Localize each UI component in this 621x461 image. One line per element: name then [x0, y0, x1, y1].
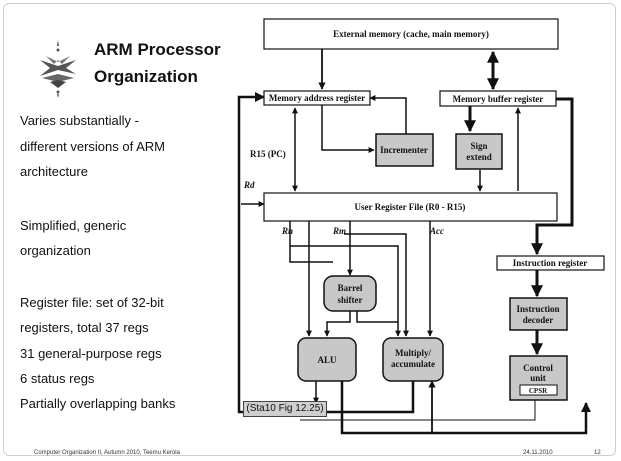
control-unit-label: Control [523, 363, 553, 373]
rd-label: Rd [243, 180, 255, 190]
figure-caption: (Sta10 Fig 12.25) [243, 401, 327, 417]
body-text: Partially overlapping banks [20, 396, 176, 411]
body-text: Simplified, generic [20, 218, 127, 233]
memory-buffer-register-label: Memory buffer register [453, 94, 544, 104]
body-text: different versions of ARM [20, 139, 165, 154]
r15-pc-label: R15 (PC) [250, 149, 286, 159]
multiply-accumulate-label: accumulate [391, 359, 435, 369]
slide-title-line1: ARM Processor [94, 40, 221, 59]
control-unit-label: unit [530, 373, 546, 383]
barrel-shifter-label: shifter [338, 295, 363, 305]
body-text: organization [20, 243, 91, 258]
instruction-decoder-label: decoder [523, 315, 554, 325]
university-logo-icon [40, 40, 76, 98]
footer-course: Computer Organization II, Autumn 2010, T… [34, 450, 180, 456]
footer-page-number: 12 [594, 450, 601, 456]
body-text: Varies substantially - [20, 113, 139, 128]
memory-address-register-label: Memory address register [269, 93, 365, 103]
external-memory-label: External memory (cache, main memory) [333, 29, 489, 39]
sign-extend-label: extend [466, 152, 492, 162]
user-register-file-label: User Register File (R0 - R15) [355, 202, 466, 212]
body-text: registers, total 37 regs [20, 320, 149, 335]
cpsr-label: CPSR [529, 387, 548, 395]
sign-extend-label: Sign [470, 141, 487, 151]
acc-label: Acc [429, 226, 444, 236]
slide-title-line2: Organization [94, 67, 198, 86]
body-text: 6 status regs [20, 371, 95, 386]
slide-frame [3, 3, 616, 456]
rn-label: Rn [281, 226, 293, 236]
barrel-shifter-label: Barrel [338, 283, 363, 293]
multiply-accumulate-label: Multiply/ [395, 348, 432, 358]
incrementer-label: Incrementer [380, 145, 428, 155]
footer-date: 24.11.2010 [523, 450, 553, 456]
alu-label: ALU [317, 355, 337, 365]
body-text: 31 general-purpose regs [20, 346, 162, 361]
body-text: architecture [20, 164, 88, 179]
body-text: Register file: set of 32-bit [20, 295, 164, 310]
instruction-register-label: Instruction register [513, 258, 588, 268]
rm-label: Rm [332, 226, 346, 236]
instruction-decoder-label: Instruction [516, 304, 559, 314]
